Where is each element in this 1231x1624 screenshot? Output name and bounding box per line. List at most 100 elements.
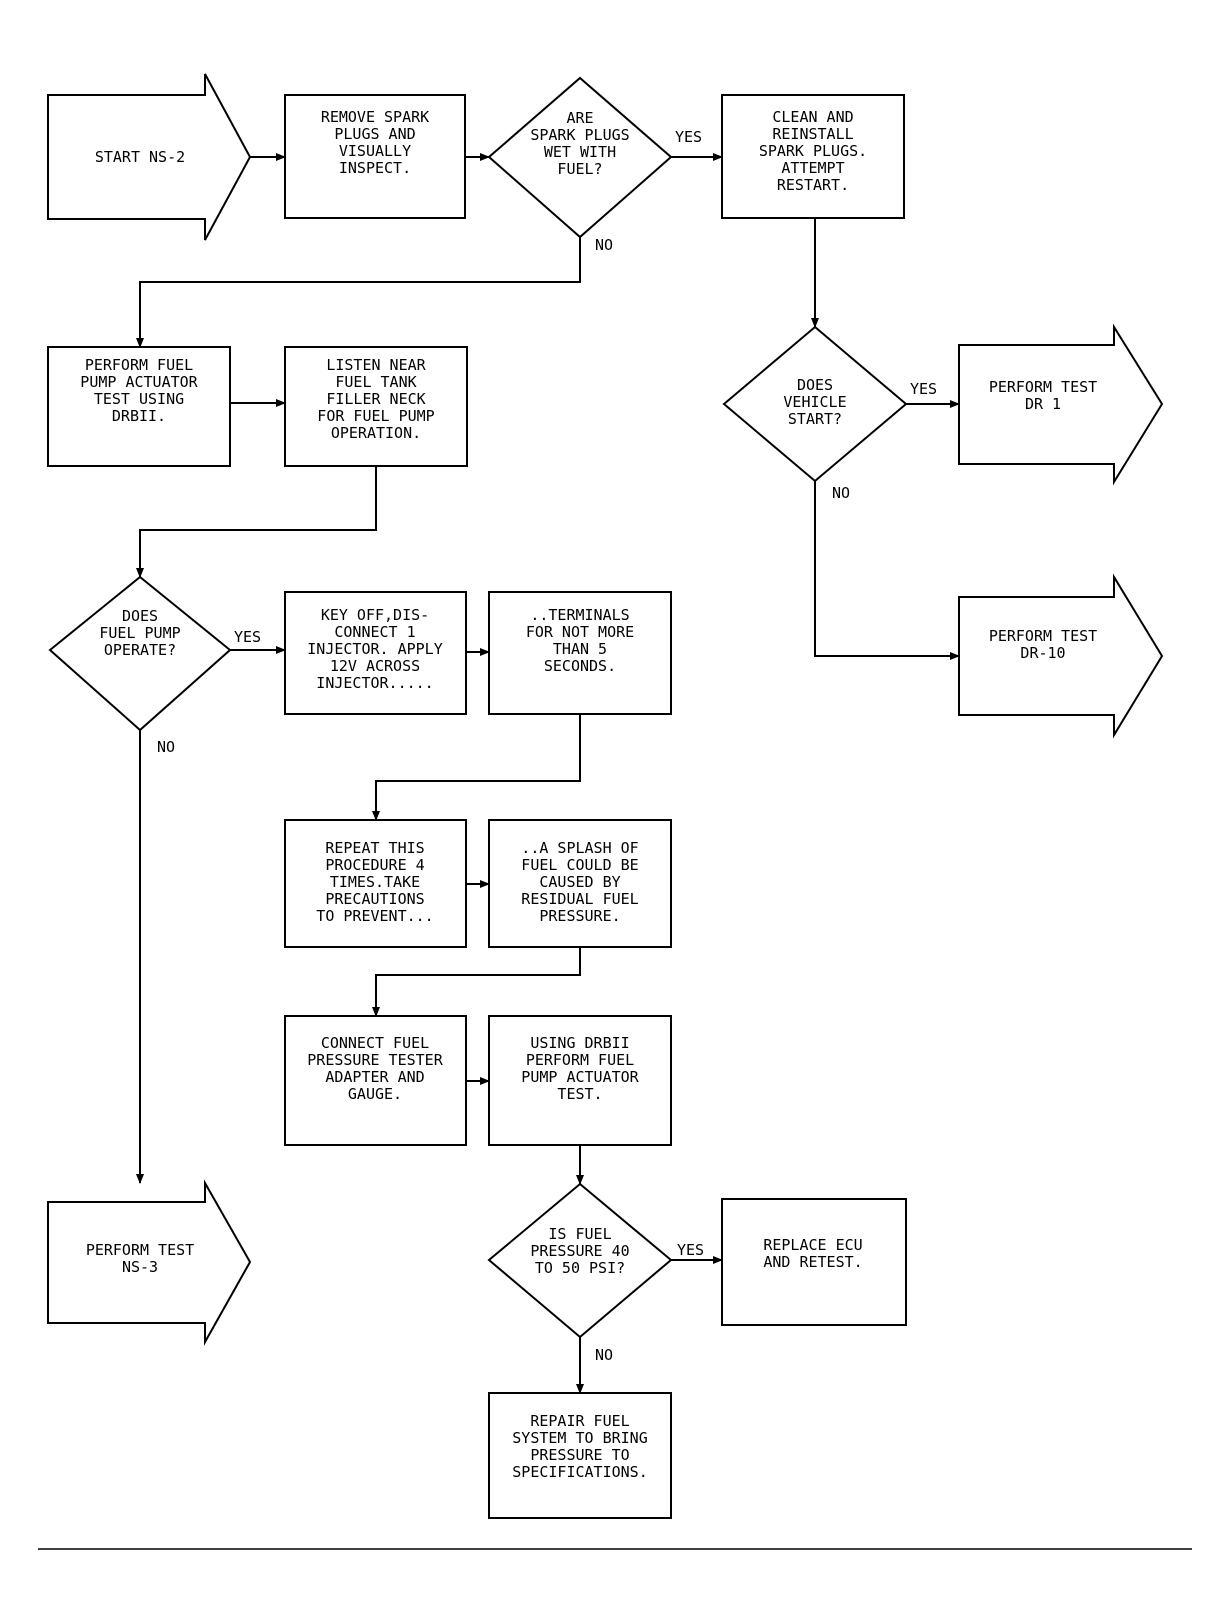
node-text-line: VEHICLE [783,393,846,411]
node-text-line: RESTART. [777,176,849,194]
test-dr1-arrow-shape [958,323,1164,486]
node-text-line: PRESSURE TO [530,1446,629,1464]
arrow-listen-to-pump-check [136,466,377,578]
test-ns3-arrow-shape [47,1179,252,1346]
plugs-wet-diamond [487,76,673,239]
using-drbii-box [488,1015,672,1146]
node-text-line: PERFORM TEST [86,1241,194,1259]
node-text-line: PUMP ACTUATOR [80,373,198,391]
repair-fuel-box [488,1392,672,1519]
node-text-line: ATTEMPT [781,159,844,177]
node-text-line: THAN 5 [553,640,607,658]
node-text-line: INJECTOR. APPLY [307,640,442,658]
node-text-line: TIMES.TAKE [330,873,420,891]
plugs-wet-yes-label: YES [675,128,702,146]
start-label: START NS-2 [95,148,185,166]
vehicle-start-yes-label: YES [910,380,937,398]
node-text-line: START NS-2 [95,148,185,166]
node-text-line: REPLACE ECU [763,1236,862,1254]
node-text-line: PERFORM FUEL [526,1051,634,1069]
node-text-line: FOR FUEL PUMP [317,407,434,425]
node-text-line: PUMP ACTUATOR [521,1068,639,1086]
vehicle-start-no-label: NO [832,484,850,502]
node-text-line: PERFORM TEST [989,627,1097,645]
node-text-line: FILLER NECK [326,390,425,408]
plugs-wet-no-label: NO [595,236,613,254]
node-text-line: LISTEN NEAR [326,356,426,374]
node-text-line: REMOVE SPARK [321,108,429,126]
node-text-line: DOES [122,607,158,625]
node-text-line: REPAIR FUEL [530,1412,629,1430]
node-text-line: SYSTEM TO BRING [512,1429,647,1447]
node-text-line: 12V ACROSS [330,657,420,675]
pump-operate-diamond [48,575,232,732]
node-text-line: TO 50 PSI? [535,1259,625,1277]
node-text-line: START? [788,410,842,428]
node-text-line: IS FUEL [548,1225,611,1243]
node-text-line: TO PREVENT... [316,907,433,925]
replace-ecu-box [721,1198,907,1326]
node-text-line: AND RETEST. [763,1253,862,1271]
terminals-box [488,591,672,715]
node-text-line: PERFORM FUEL [85,356,193,374]
node-text-line: FUEL? [557,160,602,178]
node-text-line: CAUSED BY [539,873,620,891]
clean-reinstall-box [721,94,905,219]
node-text-line: FUEL PUMP [99,624,180,642]
key-off-box [284,591,467,715]
pressure-check-no-label: NO [595,1346,613,1364]
node-text-line: DR 1 [1025,395,1061,413]
pump-operate-yes-label: YES [234,628,261,646]
arrow-splash-to-connect [372,947,581,1017]
arrow-start-no [814,481,960,660]
branch-labels: YES NO YES NO YES NO YES NO [157,128,937,1364]
node-text-line: PERFORM TEST [989,378,1097,396]
test-dr10-arrow-shape [958,573,1164,739]
node-text-line: PLUGS AND [334,125,415,143]
node-text-line: FUEL TANK [335,373,416,391]
node-text-line: SPARK PLUGS. [759,142,867,160]
node-text-line: VISUALLY [339,142,411,160]
pump-operate-no-label: NO [157,738,175,756]
node-text-line: PRESSURE 40 [530,1242,629,1260]
node-text-line: PRECAUTIONS [325,890,424,908]
node-text-line: PRESSURE. [539,907,620,925]
node-text-line: ..TERMINALS [530,606,629,624]
node-text-line: OPERATE? [104,641,176,659]
node-text-line: TEST. [557,1085,602,1103]
node-text-line: TEST USING [94,390,184,408]
node-text-line: SECONDS. [544,657,616,675]
connect-tester-box [284,1015,467,1146]
node-text-line: DOES [797,376,833,394]
node-text-line: ARE [566,109,593,127]
node-text-line: ..A SPLASH OF [521,839,638,857]
node-text-line: KEY OFF,DIS- [321,606,429,624]
pump-actuator-box [47,346,231,467]
repeat-box [284,819,467,948]
node-text-line: ADAPTER AND [325,1068,424,1086]
pressure-check-diamond [487,1182,673,1339]
node-text-line: SPARK PLUGS [530,126,629,144]
node-text-line: REINSTALL [772,125,853,143]
vehicle-start-diamond [722,325,908,483]
start-arrow-shape [47,73,252,241]
listen-tank-box [284,346,468,467]
node-text-line: WET WITH [544,143,616,161]
node-text-line: USING DRBII [530,1034,629,1052]
node-text-line: CONNECT 1 [334,623,415,641]
